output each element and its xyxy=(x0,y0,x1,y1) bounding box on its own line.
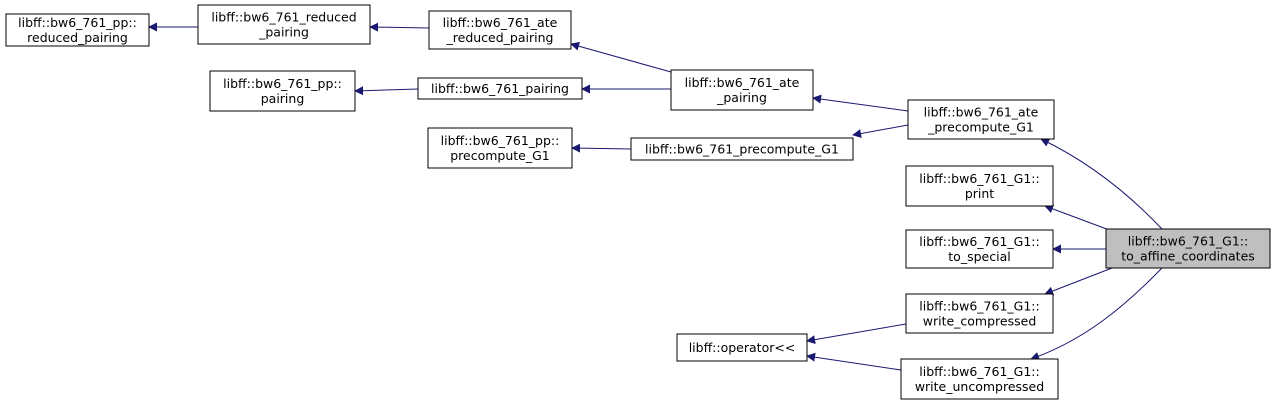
node-label: _pairing xyxy=(258,25,309,40)
nodes-layer: libff::bw6_761_pp::reduced_pairinglibff:… xyxy=(5,4,1271,400)
node-print[interactable]: libff::bw6_761_G1::print xyxy=(905,165,1054,207)
node-rp[interactable]: libff::bw6_761_reduced_pairing xyxy=(197,4,371,45)
node-label: to_affine_coordinates xyxy=(1121,249,1255,264)
edge-ate_pair-to-ate_rp xyxy=(570,41,672,73)
node-label: libff::operator<< xyxy=(689,340,796,355)
node-wc[interactable]: libff::bw6_761_G1::write_compressed xyxy=(905,293,1054,334)
node-rp-pp[interactable]: libff::bw6_761_pp::reduced_pairing xyxy=(5,13,150,47)
node-box xyxy=(670,69,814,111)
node-label: to_special xyxy=(948,249,1010,264)
node-label: reduced_pairing xyxy=(27,30,128,45)
node-label: _precompute_G1 xyxy=(927,120,1034,135)
node-box xyxy=(428,10,572,50)
node-label: libff::bw6_761_G1:: xyxy=(919,171,1039,186)
node-focus[interactable]: libff::bw6_761_G1::to_affine_coordinates xyxy=(1105,228,1271,269)
node-op[interactable]: libff::operator<< xyxy=(676,333,808,362)
node-label: libff::bw6_761_ate xyxy=(443,15,558,30)
node-label: libff::bw6_761_G1:: xyxy=(919,234,1039,249)
edge-focus-to-print xyxy=(1044,204,1113,232)
edge-pc-to-pc_pp xyxy=(571,143,632,153)
node-pc[interactable]: libff::bw6_761_precompute_G1 xyxy=(630,137,854,161)
node-box xyxy=(417,77,583,100)
edge-focus-to-wu xyxy=(1030,267,1163,361)
edge-ate_pc-to-ate_pair xyxy=(812,94,909,112)
node-label: libff::bw6_761_pp:: xyxy=(441,133,560,148)
node-label: _pairing xyxy=(716,90,767,105)
node-label: libff::bw6_761_ate xyxy=(924,105,1039,120)
node-label: libff::bw6_761_G1:: xyxy=(919,364,1039,379)
node-label: precompute_G1 xyxy=(450,148,550,163)
node-ate-pc[interactable]: libff::bw6_761_ate_precompute_G1 xyxy=(907,99,1055,140)
node-box xyxy=(905,293,1054,334)
edge-focus-to-ate_pc xyxy=(1040,138,1163,230)
node-pc-pp[interactable]: libff::bw6_761_pp::precompute_G1 xyxy=(427,127,573,169)
edge-pair-to-pair_pp xyxy=(354,86,419,96)
edge-ate_pc-to-pc xyxy=(852,124,909,138)
node-box xyxy=(630,137,854,161)
node-box xyxy=(5,13,150,47)
edge-wc-to-op xyxy=(806,323,907,345)
node-box xyxy=(676,333,808,362)
node-label: _reduced_pairing xyxy=(446,30,554,45)
node-box xyxy=(197,4,371,45)
node-pair-pp[interactable]: libff::bw6_761_pp::pairing xyxy=(209,70,356,112)
node-box xyxy=(427,127,573,169)
edge-ate_rp-to-rp xyxy=(369,22,430,32)
node-label: libff::bw6_761_precompute_G1 xyxy=(645,142,839,157)
node-label: libff::bw6_761_pairing xyxy=(431,81,569,96)
node-box xyxy=(209,70,356,112)
node-label: libff::bw6_761_pp:: xyxy=(223,76,342,91)
edge-wu-to-op xyxy=(806,352,902,371)
edge-focus-to-wc xyxy=(1044,267,1113,296)
node-box xyxy=(905,165,1054,207)
node-ate-rp[interactable]: libff::bw6_761_ate_reduced_pairing xyxy=(428,10,572,50)
node-label: print xyxy=(965,186,994,201)
node-box xyxy=(905,229,1054,269)
node-label: write_compressed xyxy=(923,314,1037,329)
node-label: libff::bw6_761_pp:: xyxy=(18,15,137,30)
node-box xyxy=(900,358,1059,400)
node-label: libff::bw6_761_G1:: xyxy=(919,299,1039,314)
node-label: libff::bw6_761_G1:: xyxy=(1128,234,1248,249)
node-box xyxy=(1105,228,1271,269)
node-ate-pair[interactable]: libff::bw6_761_ate_pairing xyxy=(670,69,814,111)
node-label: libff::bw6_761_reduced xyxy=(211,10,356,25)
node-label: libff::bw6_761_ate xyxy=(685,75,800,90)
edges-layer xyxy=(148,22,1163,371)
node-label: write_uncompressed xyxy=(915,379,1044,394)
node-to-special[interactable]: libff::bw6_761_G1::to_special xyxy=(905,229,1054,269)
node-box xyxy=(907,99,1055,140)
node-label: pairing xyxy=(261,91,305,106)
node-wu[interactable]: libff::bw6_761_G1::write_uncompressed xyxy=(900,358,1059,400)
node-pair[interactable]: libff::bw6_761_pairing xyxy=(417,77,583,100)
